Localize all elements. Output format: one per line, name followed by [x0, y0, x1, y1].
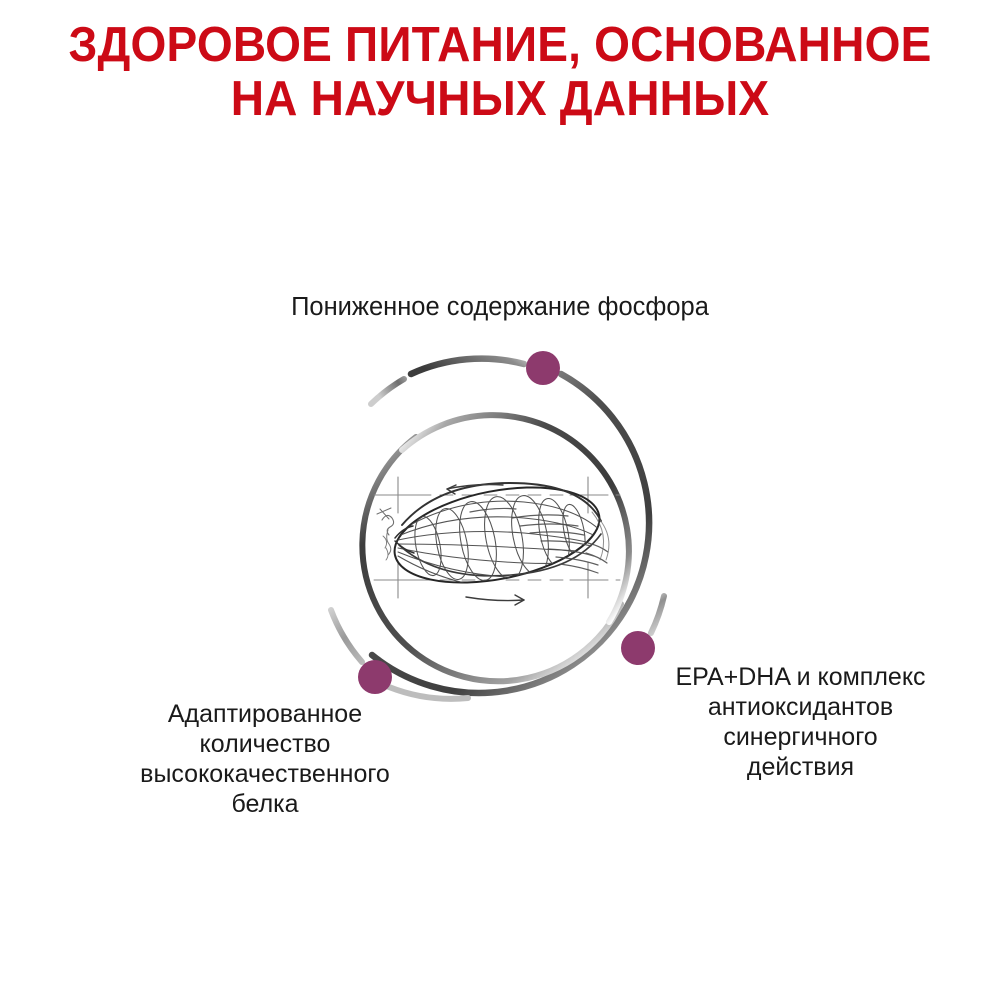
label-protein: Адаптированное количество высококачестве… [140, 700, 390, 818]
inner-ring [359, 412, 632, 685]
page-title-line-1: ЗДОРОВОЕ ПИТАНИЕ, ОСНОВАННОЕ [68, 18, 932, 72]
inner-ring-stub [328, 607, 365, 665]
page-title: ЗДОРОВОЕ ПИТАНИЕ, ОСНОВАННОЕ НА НАУЧНЫХ … [0, 18, 1000, 126]
dot-epa-dha [621, 631, 655, 665]
outer-ring-right-stub [648, 593, 667, 636]
label-phosphorus: Пониженное содержание фосфора [291, 293, 709, 321]
outer-ring [368, 355, 653, 702]
flow-arrows [446, 483, 525, 606]
page-title-line-2: НА НАУЧНЫХ ДАННЫХ [230, 72, 770, 126]
kibble-wireframe-sketch [373, 476, 621, 606]
label-epa-dha: EPA+DHA и комплекс антиоксидантов синерг… [675, 663, 926, 781]
dimension-guides [373, 476, 621, 599]
accent-dots [358, 351, 655, 694]
shading-hatches [469, 507, 609, 574]
dot-protein [358, 660, 392, 694]
dot-phosphorus [526, 351, 560, 385]
